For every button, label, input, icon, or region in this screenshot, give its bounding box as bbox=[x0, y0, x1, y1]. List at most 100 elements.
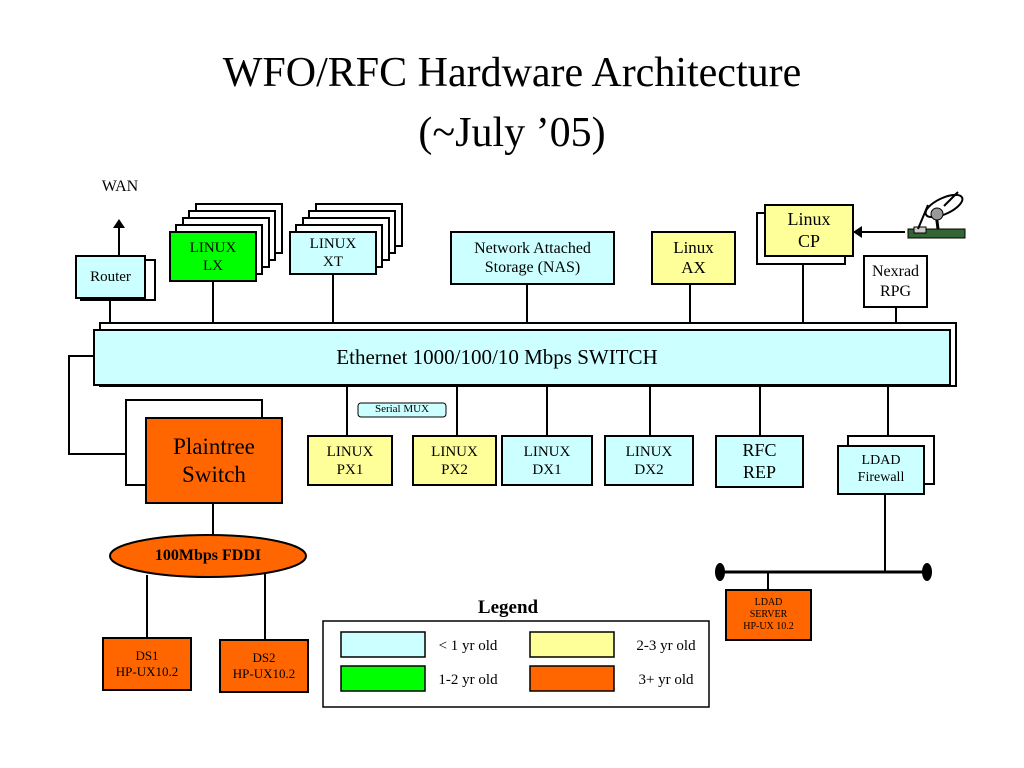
rfc-rep bbox=[715, 435, 804, 488]
nas bbox=[450, 231, 615, 285]
linux-px2 bbox=[412, 435, 497, 486]
plaintree-uplink-line bbox=[68, 355, 130, 455]
linux-xt-label-line: XT bbox=[323, 254, 343, 270]
serial-mux-label-line: Serial MUX bbox=[374, 403, 430, 416]
linux-lx-label-line: LX bbox=[203, 257, 223, 274]
nas-label-line: Network Attached bbox=[474, 239, 591, 257]
rfc-rep-label-line: RFC bbox=[742, 439, 777, 460]
ldad-firewall bbox=[837, 445, 925, 495]
plaintree-switch bbox=[145, 417, 283, 504]
antenna-feed-arm bbox=[943, 191, 959, 207]
linux-px2-label-line: LINUX bbox=[431, 443, 478, 460]
router-label-line: Router bbox=[90, 269, 131, 285]
serial-mux bbox=[357, 402, 447, 418]
fddi-ring bbox=[109, 534, 307, 578]
serial-mux-label: Serial MUX bbox=[358, 403, 446, 417]
fddi-label: 100Mbps FDDI bbox=[110, 535, 306, 577]
legend-title-line: Legend bbox=[477, 596, 539, 618]
linux-xt-label: LINUX XT bbox=[290, 232, 376, 274]
ds1-label-line: DS1 bbox=[135, 648, 159, 664]
legend-item-label: 3+ yr old bbox=[624, 671, 708, 689]
ldad-server-label-line: SERVER bbox=[749, 609, 788, 620]
switch-label: Ethernet 1000/100/10 Mbps SWITCH bbox=[94, 330, 900, 385]
ldad-segment-terminator bbox=[922, 563, 932, 581]
legend-title: Legend bbox=[456, 596, 560, 620]
linux-px1 bbox=[307, 435, 393, 486]
page-title: WFO/RFC Hardware Architecture bbox=[222, 50, 802, 96]
nas-label-line: Storage (NAS) bbox=[484, 259, 581, 276]
antenna-strut bbox=[917, 204, 929, 230]
nexrad-rpg bbox=[863, 255, 928, 308]
linux-lx bbox=[169, 231, 257, 282]
linux-dx2-label-line: LINUX bbox=[625, 443, 673, 460]
linux-cp bbox=[764, 204, 854, 257]
router-label: Router bbox=[76, 256, 145, 298]
legend-item-label-line: < 1 yr old bbox=[438, 638, 498, 654]
linux-dx1-label-line: DX1 bbox=[532, 461, 562, 478]
legend-item-label-line: 3+ yr old bbox=[638, 672, 694, 688]
ldad-firewall-label-line: Firewall bbox=[857, 470, 905, 485]
ldad-server bbox=[725, 589, 812, 641]
wan-label: WAN bbox=[80, 176, 160, 198]
router bbox=[75, 255, 146, 299]
nexrad-label-line: RPG bbox=[879, 282, 912, 300]
linux-cp-label-line: Linux bbox=[787, 208, 831, 229]
ldad-server-label-line: HP-UX 10.2 bbox=[743, 621, 794, 632]
ldad-firewall-label-line: LDAD bbox=[861, 453, 901, 469]
page-subtitle: (~July ’05) bbox=[418, 110, 606, 156]
legend-swatch bbox=[340, 631, 426, 658]
antenna-feed bbox=[930, 207, 944, 221]
ldad-segment-terminator bbox=[715, 563, 725, 581]
ds2-server bbox=[219, 639, 309, 693]
legend-item-label-line: 1-2 yr old bbox=[438, 672, 498, 688]
legend-item-label: 2-3 yr old bbox=[624, 637, 708, 655]
linux-xt-label-line: LINUX bbox=[309, 236, 357, 252]
antenna-arrow-head bbox=[853, 226, 862, 238]
linux-px1-label-line: PX1 bbox=[336, 461, 364, 478]
legend-item-label: 1-2 yr old bbox=[426, 671, 510, 689]
legend-item-label-line: 2-3 yr old bbox=[636, 638, 696, 654]
linux-dx1-label-line: LINUX bbox=[523, 443, 571, 460]
linux-xt bbox=[289, 231, 377, 275]
linux-ax bbox=[651, 231, 736, 285]
ldad-server-label-line: LDAD bbox=[754, 597, 783, 608]
ds2-label-line: HP-UX10.2 bbox=[232, 666, 296, 681]
ds2-label-line: DS2 bbox=[252, 650, 276, 666]
linux-cp-label-line: CP bbox=[797, 230, 821, 251]
legend-item-label: < 1 yr old bbox=[426, 637, 510, 655]
linux-lx-label-line: LINUX bbox=[189, 239, 237, 256]
linux-ax-label-line: AX bbox=[681, 258, 706, 277]
legend-swatch bbox=[529, 631, 615, 658]
linux-ax-label-line: Linux bbox=[673, 237, 714, 257]
nexrad-label-line: Nexrad bbox=[871, 263, 920, 281]
linux-dx1 bbox=[501, 435, 593, 486]
linux-px2-label-line: PX2 bbox=[441, 461, 468, 478]
ds1-label-line: HP-UX10.2 bbox=[115, 664, 179, 679]
legend-swatch bbox=[340, 665, 426, 692]
rfc-rep-label-line: REP bbox=[742, 461, 776, 482]
linux-dx2-label-line: DX2 bbox=[634, 461, 664, 478]
linux-dx2 bbox=[604, 435, 694, 486]
ethernet-switch bbox=[93, 329, 951, 386]
switch-label-line: Ethernet 1000/100/10 Mbps SWITCH bbox=[336, 344, 658, 369]
wan-arrow-head bbox=[113, 219, 125, 228]
wan-label-line: WAN bbox=[101, 178, 139, 196]
antenna-mount bbox=[913, 226, 927, 234]
fddi-label-line: 100Mbps FDDI bbox=[154, 547, 262, 565]
